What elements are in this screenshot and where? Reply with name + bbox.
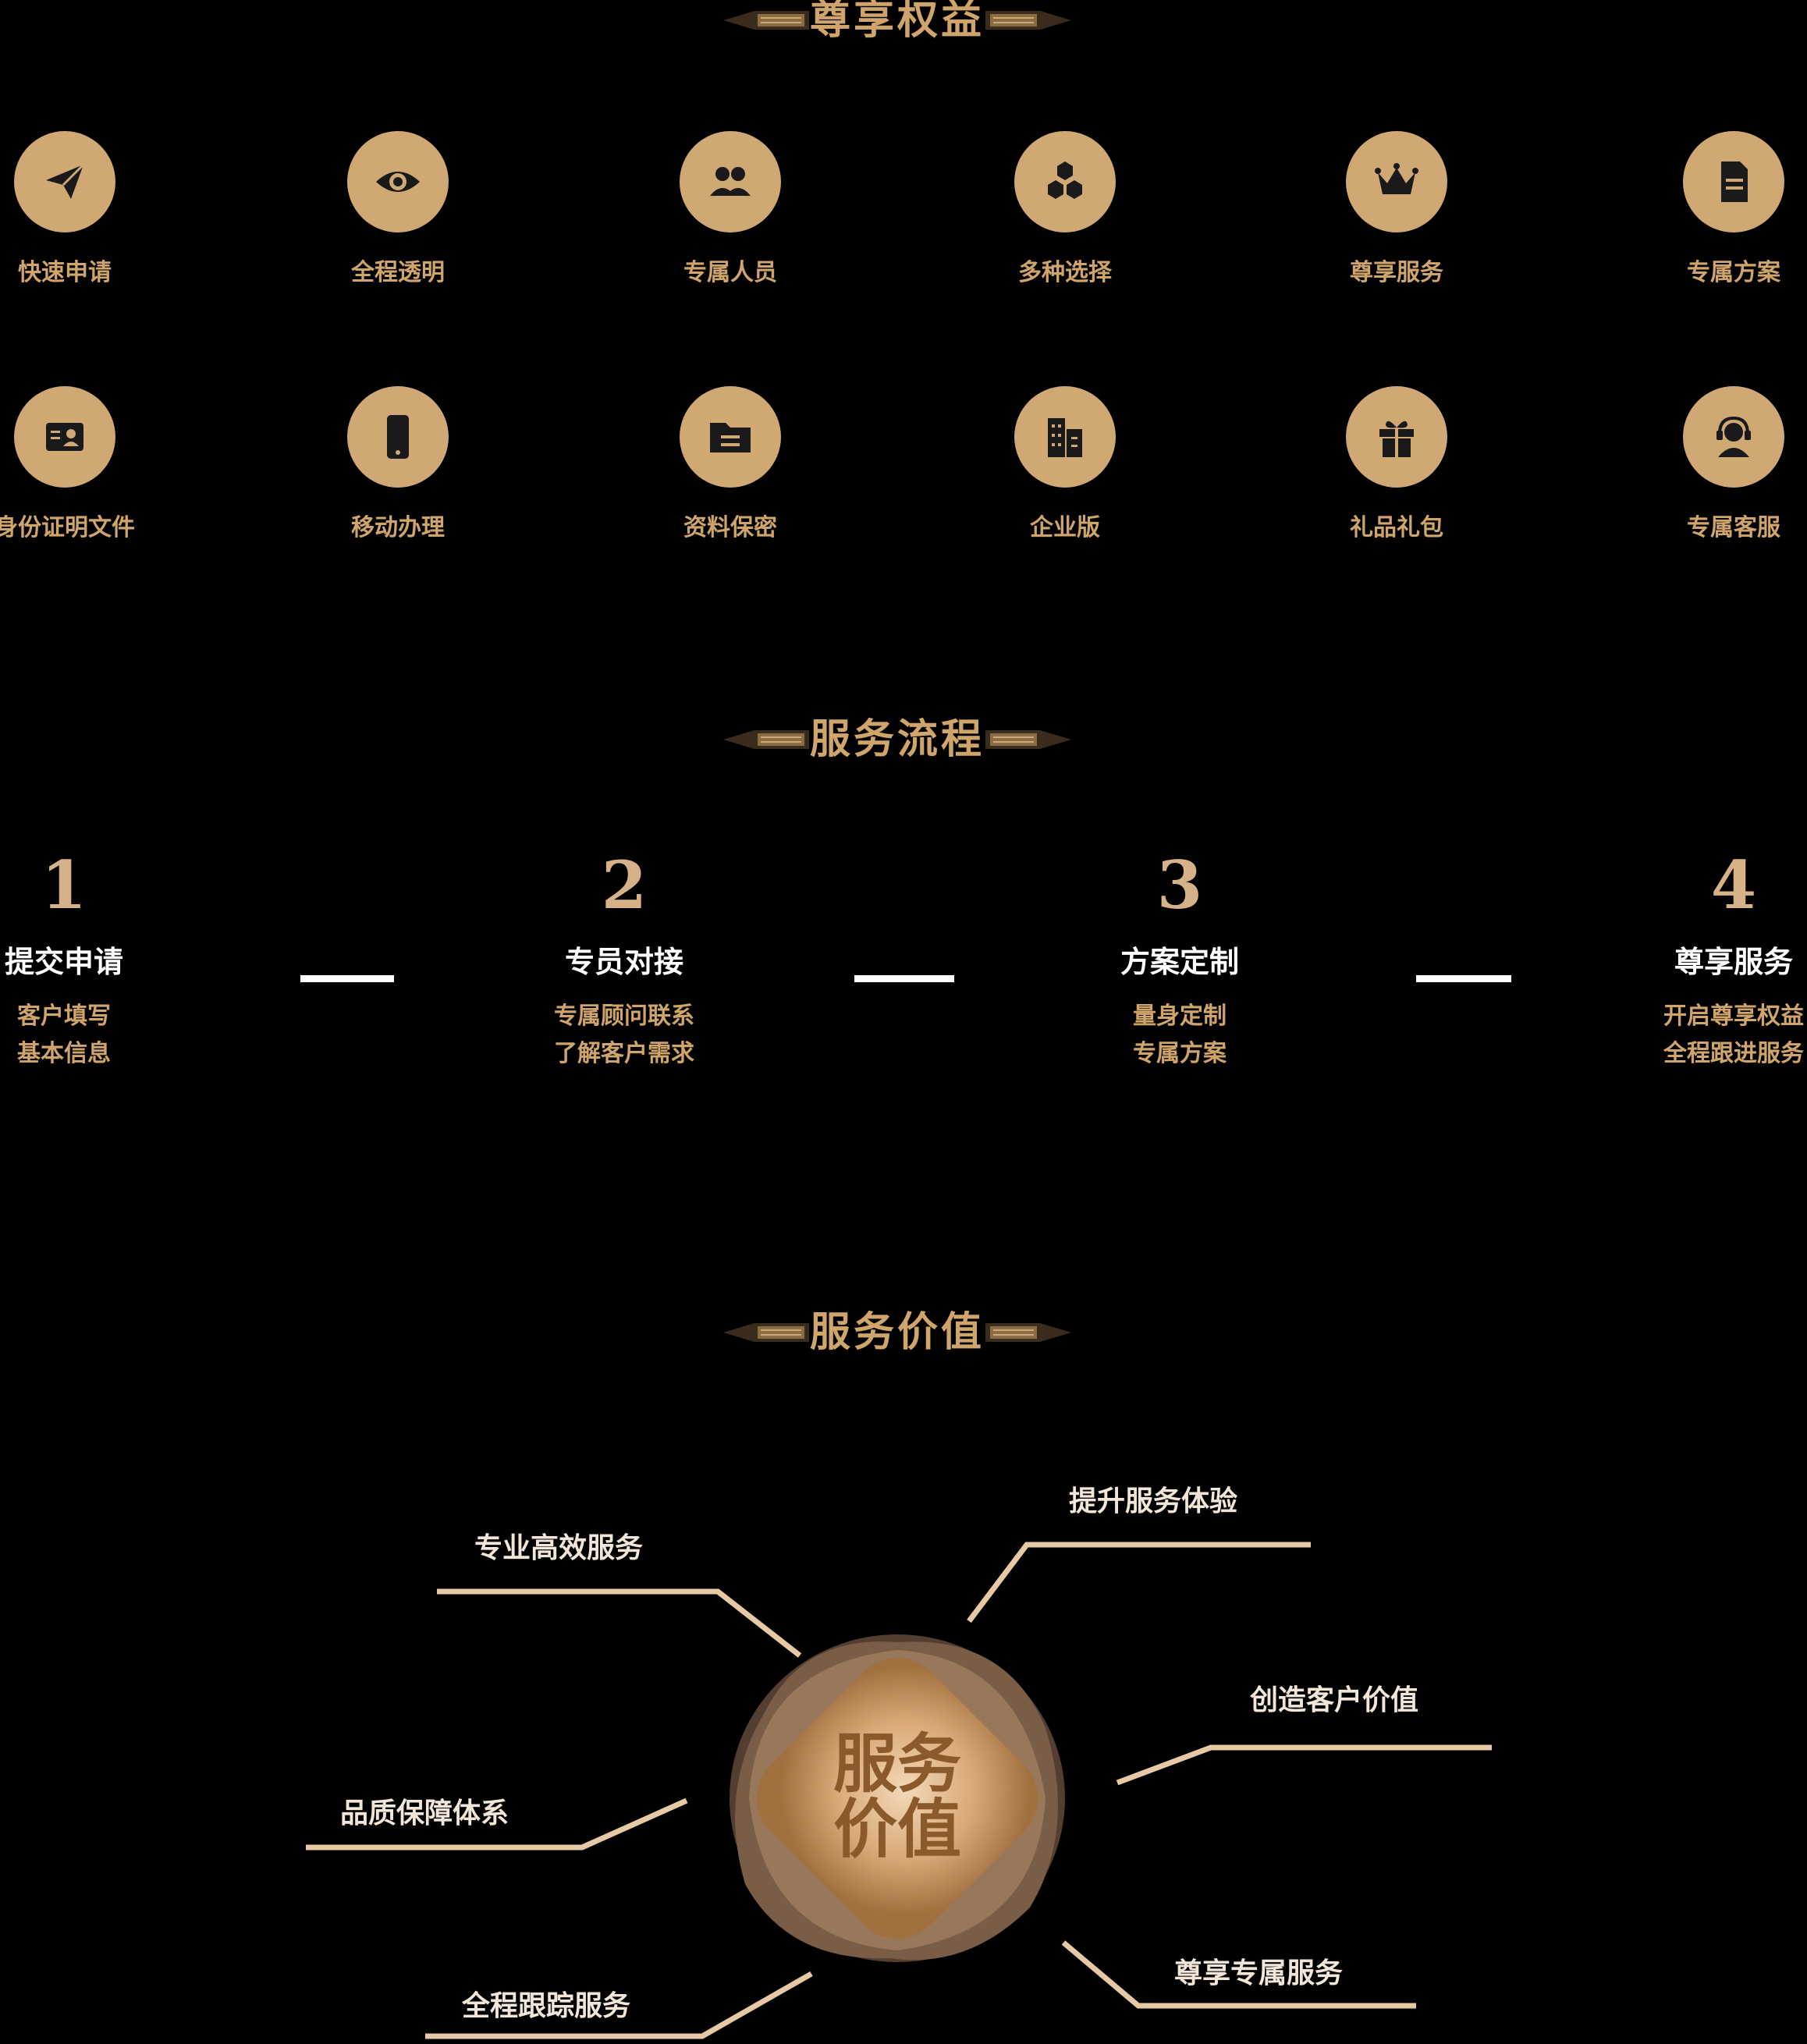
step-desc-1: 开启尊享权益 [1663,1002,1804,1030]
section-title-process: 服务流程 [809,715,985,763]
connector-right-middle [1116,1744,1492,1786]
benefit-item[interactable]: 专属人员 [652,131,808,287]
ornament-right-icon [985,730,1071,749]
process-step: 3 方案定制 量身定制 专属方案 [1102,850,1258,1073]
section-title-value: 服务价值 [809,1308,985,1356]
benefit-item[interactable]: 多种选择 [987,131,1143,287]
benefit-circle [14,386,115,488]
ornament-left-icon [723,11,809,30]
section-header-process: 服务流程 [723,715,1071,763]
benefit-item[interactable]: 专属方案 [1656,131,1807,287]
connector-left-middle [306,1797,688,1851]
step-number: 3 [1156,846,1203,924]
step-title: 提交申请 [4,945,123,979]
step-title: 专员对接 [564,945,683,979]
value-label: 提升服务体验 [1069,1485,1238,1517]
value-label: 创造客户价值 [1250,1684,1419,1716]
benefit-item[interactable]: 资料保密 [652,386,808,542]
eye-icon [376,172,420,192]
step-title: 尊享服务 [1674,945,1793,979]
connector-top-right [967,1542,1311,1623]
benefit-circle [1346,386,1447,488]
value-center-text: 服务价值 [832,1727,961,1867]
value-diagram [306,1542,1492,2039]
ornament-right-icon [985,1323,1071,1342]
benefit-item[interactable]: 尊享服务 [1319,131,1475,287]
benefit-item[interactable]: 礼品礼包 [1319,386,1475,542]
section-title-benefits: 尊享权益 [809,0,985,44]
benefit-item[interactable]: 快速申请 [0,131,143,287]
benefit-circle [1014,386,1116,488]
benefit-item[interactable]: 专属客服 [1656,386,1807,542]
benefit-label: 快速申请 [18,259,112,286]
connector-bottom-right [1061,1940,1416,2009]
folder-icon [710,423,751,452]
benefit-item[interactable]: 移动办理 [320,386,476,542]
benefit-circle [1683,131,1784,232]
section-header-value: 服务价值 [723,1308,1071,1356]
benefit-circle [680,386,781,488]
headset-icon [1716,416,1751,457]
benefit-label: 专属人员 [683,259,777,286]
benefit-label: 企业版 [1030,514,1100,541]
step-number: 1 [41,846,87,924]
ornament-right-icon [985,11,1071,30]
benefit-circle [14,131,115,232]
step-desc-2: 专属方案 [1133,1040,1227,1067]
benefit-item[interactable]: 企业版 [987,386,1143,542]
benefit-circle [1014,131,1116,232]
benefit-label: 移动办理 [351,514,445,541]
step-desc-2: 了解客户需求 [554,1040,694,1067]
step-connector [854,975,954,982]
step-desc-2: 基本信息 [17,1040,111,1067]
benefit-circle [347,131,449,232]
step-desc-1: 客户填写 [17,1002,111,1030]
step-desc-2: 全程跟进服务 [1663,1040,1804,1067]
benefit-item[interactable]: 全程透明 [320,131,476,287]
id-card-icon [46,423,83,451]
value-label: 全程跟踪服务 [462,1990,631,2022]
benefit-label: 多种选择 [1018,259,1112,286]
benefit-label: 身份证明文件 [0,514,135,541]
building-icon [1048,418,1082,457]
benefit-label: 尊享服务 [1350,259,1443,286]
benefit-label: 专属方案 [1687,259,1780,286]
value-label: 尊享专属服务 [1174,1957,1344,1989]
value-label: 品质保障体系 [340,1797,509,1829]
benefit-circle [1346,131,1447,232]
benefit-circle [347,386,449,488]
paper-plane-icon [46,163,85,199]
connector-bottom-left [425,1971,813,2039]
value-label: 专业高效服务 [474,1532,644,1564]
step-connector [1416,975,1511,982]
ornament-left-icon [723,1323,809,1342]
ornament-left-icon [723,730,809,749]
value-connectors [306,1542,1492,2039]
step-desc-1: 专属顾问联系 [554,1002,694,1030]
benefit-label: 礼品礼包 [1350,514,1443,541]
benefit-circle [680,131,781,232]
hexagons-icon [1048,161,1082,199]
benefit-circle [1683,386,1784,488]
step-number: 4 [1710,846,1757,924]
benefit-label: 全程透明 [351,259,445,286]
connector-top-left [437,1588,802,1658]
users-icon [710,167,751,196]
process-step: 4 尊享服务 开启尊享权益 全程跟进服务 [1656,850,1807,1073]
benefit-item[interactable]: 身份证明文件 [0,386,143,542]
benefit-label: 资料保密 [683,514,777,541]
phone-icon [387,415,409,459]
process-step: 1 提交申请 客户填写 基本信息 [0,850,142,1073]
step-connector [300,975,394,982]
step-number: 2 [601,846,648,924]
process-step: 2 专员对接 专属顾问联系 了解客户需求 [546,850,702,1073]
step-desc-1: 量身定制 [1133,1002,1227,1030]
value-badge [730,1634,1065,1962]
crown-icon [1375,163,1418,194]
benefit-label: 专属客服 [1687,514,1780,541]
section-header-benefits: 尊享权益 [723,0,1071,44]
document-icon [1721,161,1748,202]
step-title: 方案定制 [1120,945,1239,979]
gift-icon [1379,421,1414,457]
